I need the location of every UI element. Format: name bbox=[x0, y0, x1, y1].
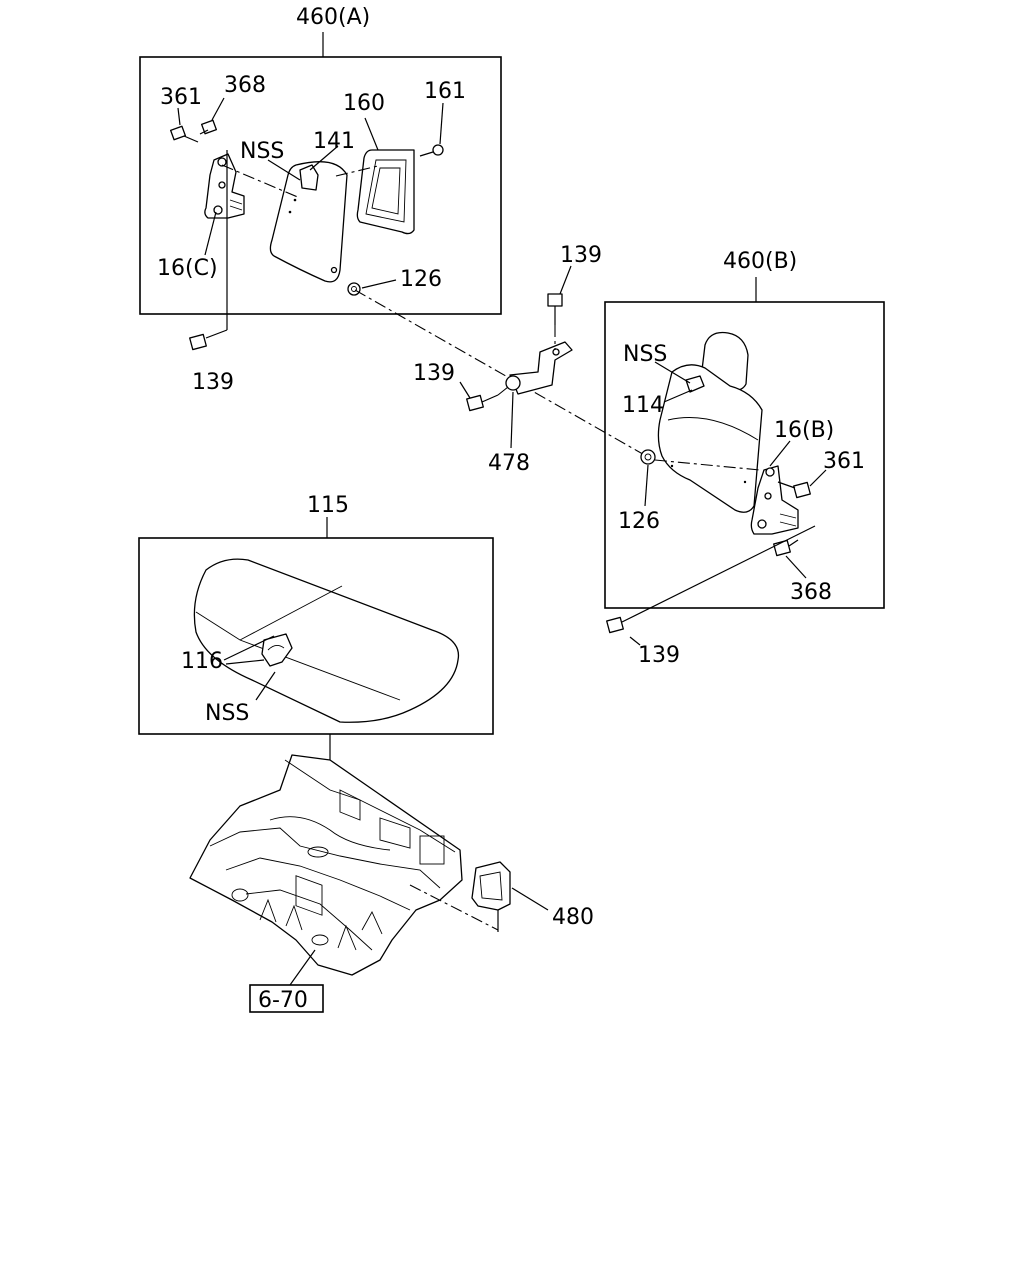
label-126-b: 126 bbox=[618, 509, 660, 534]
bolt-368-a bbox=[199, 119, 217, 135]
label-16b: 16(B) bbox=[774, 418, 834, 443]
bolt-361-b bbox=[777, 481, 811, 499]
label-16c: 16(C) bbox=[157, 256, 218, 281]
bolt-161 bbox=[419, 144, 444, 157]
label-139-lower-b: 139 bbox=[638, 643, 680, 668]
ref-6-70-label: 6-70 bbox=[258, 988, 308, 1013]
label-114: 114 bbox=[622, 393, 664, 418]
bolt-368-b bbox=[773, 539, 799, 557]
group-460a: 460(A) bbox=[139, 5, 502, 339]
ref-6-70-box bbox=[249, 984, 324, 1013]
label-480: 480 bbox=[552, 905, 594, 930]
seat-cushion bbox=[193, 558, 460, 723]
group-460a-box bbox=[139, 56, 502, 315]
group-460b-box bbox=[604, 301, 885, 609]
label-368-b: 368 bbox=[790, 580, 832, 605]
bracket-478-assembly: 139 139 478 bbox=[354, 243, 649, 476]
clip-116 bbox=[261, 633, 293, 667]
label-nss-s: NSS bbox=[205, 701, 249, 726]
bolt-139-lower-b: 139 bbox=[606, 525, 816, 668]
group-460b-label: 460(B) bbox=[723, 249, 797, 274]
group-115: 115 116 NSS bbox=[138, 493, 494, 735]
bracket-480 bbox=[471, 861, 511, 911]
hinge-16b bbox=[750, 465, 799, 535]
floor-panel bbox=[189, 754, 463, 976]
group-460a-label: 460(A) bbox=[296, 5, 370, 30]
label-116: 116 bbox=[181, 649, 223, 674]
clip-114 bbox=[685, 375, 705, 393]
label-161: 161 bbox=[424, 79, 466, 104]
ref-6-70: 6-70 bbox=[249, 984, 324, 1013]
group-460b: 460(B) bbox=[604, 249, 885, 609]
clip-141 bbox=[299, 164, 319, 191]
label-478: 478 bbox=[488, 451, 530, 476]
label-nss-b: NSS bbox=[623, 342, 667, 367]
group-115-box bbox=[138, 537, 494, 735]
bolt-139-mid bbox=[466, 386, 509, 412]
floor-pan bbox=[189, 734, 463, 986]
label-361-b: 361 bbox=[823, 449, 865, 474]
group-115-label: 115 bbox=[307, 493, 349, 518]
label-160: 160 bbox=[343, 91, 385, 116]
bolt-361-a bbox=[170, 125, 199, 143]
nut-126-a bbox=[347, 282, 361, 296]
label-368-a: 368 bbox=[224, 73, 266, 98]
part-480: 480 bbox=[409, 861, 594, 932]
seatback-b bbox=[657, 364, 763, 513]
bolt-139-top bbox=[547, 293, 563, 350]
bolt-139-lower-a: 139 bbox=[189, 333, 234, 395]
label-126-a: 126 bbox=[400, 267, 442, 292]
label-139-lower-a: 139 bbox=[192, 370, 234, 395]
label-141: 141 bbox=[313, 129, 355, 154]
label-139-mid: 139 bbox=[413, 361, 455, 386]
label-139-top: 139 bbox=[560, 243, 602, 268]
nut-126-b bbox=[640, 449, 656, 465]
label-nss-a: NSS bbox=[240, 139, 284, 164]
label-361-a: 361 bbox=[160, 85, 202, 110]
